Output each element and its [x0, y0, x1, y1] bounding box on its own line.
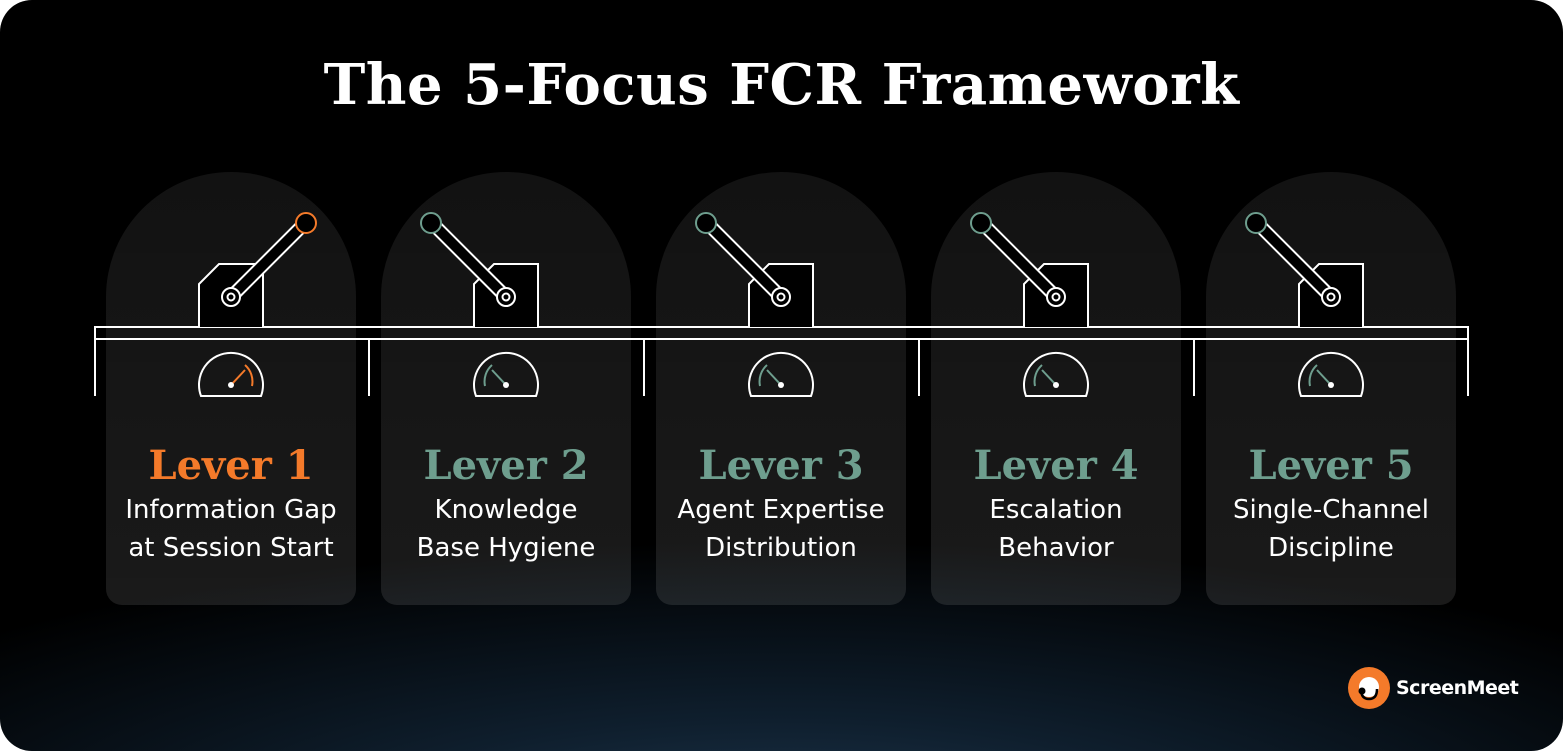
lever-1-desc-line1: Information Gap: [125, 495, 337, 525]
lever-2-desc-line1: Knowledge: [434, 495, 578, 525]
gauge-low-icon: [1298, 351, 1364, 397]
lever-4-title: Lever 4: [973, 442, 1139, 489]
gauge-low-icon: [473, 351, 539, 397]
lever-down-icon: [695, 212, 814, 327]
lever-1-desc-line2: at Session Start: [128, 533, 334, 563]
lever-5-description: Single-Channel Discipline: [1206, 491, 1456, 567]
lever-2-description: Knowledge Base Hygiene: [381, 491, 631, 567]
lever-4-description: Escalation Behavior: [931, 491, 1181, 567]
lever-3-description: Agent Expertise Distribution: [656, 491, 906, 567]
lever-card-3: [656, 172, 906, 605]
lever-1-description: Information Gap at Session Start: [106, 491, 356, 567]
lever-4-desc-line2: Behavior: [998, 533, 1114, 563]
lever-3-title: Lever 3: [698, 442, 864, 489]
lever-card-4: [931, 172, 1181, 605]
lever-5-desc-line2: Discipline: [1268, 533, 1394, 563]
lever-4-desc-line1: Escalation: [989, 495, 1123, 525]
rail-bar: [94, 326, 1469, 340]
lever-5-title: Lever 5: [1248, 442, 1414, 489]
lever-card-1: [106, 172, 356, 605]
lever-up-icon: [198, 212, 317, 327]
gauge-low-icon: [748, 351, 814, 397]
lever-2-desc-line2: Base Hygiene: [416, 533, 596, 563]
lever-card-5: [1206, 172, 1456, 605]
lever-down-icon: [970, 212, 1089, 327]
gauge-high-icon: [198, 351, 264, 397]
lever-5-desc-line1: Single-Channel: [1232, 495, 1430, 525]
lever-3-desc-line1: Agent Expertise: [677, 495, 885, 525]
gauge-low-icon: [1023, 351, 1089, 397]
lever-card-2: [381, 172, 631, 605]
page-title: The 5-Focus FCR Framework: [323, 52, 1240, 118]
lever-down-icon: [1245, 212, 1364, 327]
lever-2-title: Lever 2: [423, 442, 589, 489]
screenmeet-logo-icon: [1348, 667, 1390, 709]
lever-1-title: Lever 1: [148, 442, 314, 489]
lever-down-icon: [420, 212, 539, 327]
brand-logo: ScreenMeet: [1348, 667, 1519, 709]
lever-3-desc-line2: Distribution: [705, 533, 857, 563]
brand-name: ScreenMeet: [1396, 677, 1519, 699]
